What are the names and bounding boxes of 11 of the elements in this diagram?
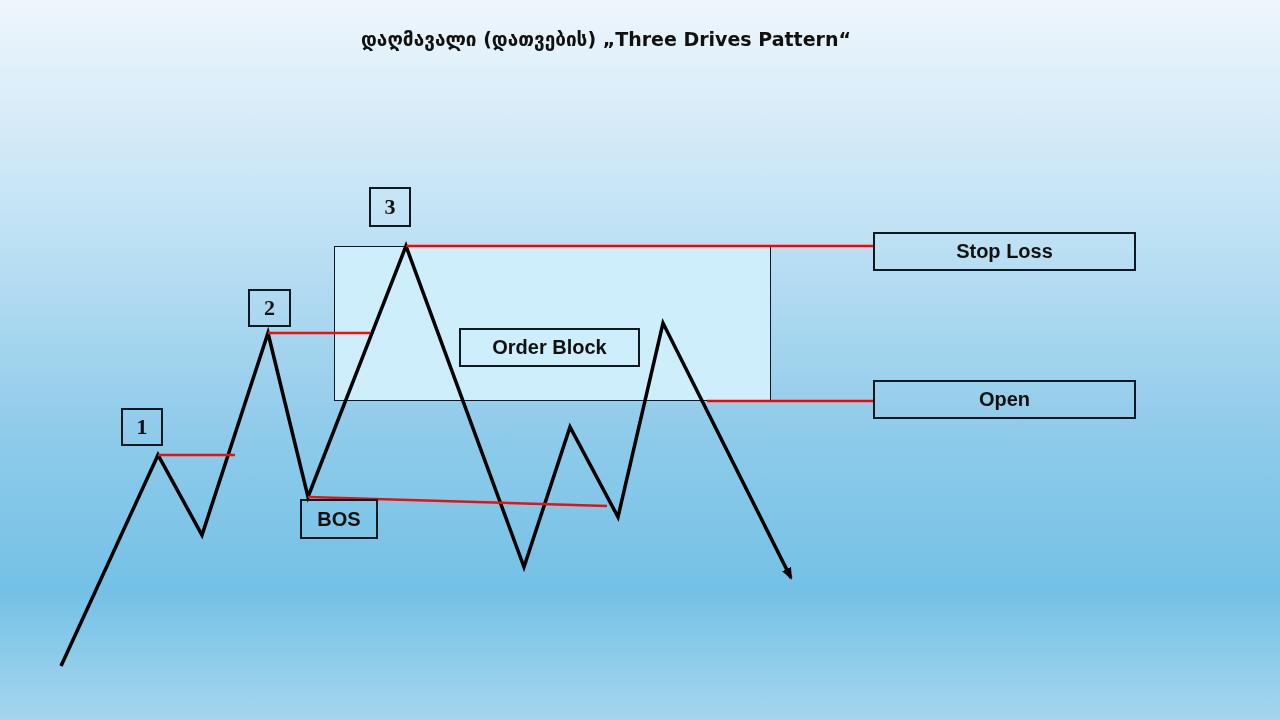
- zone-label: Order Block: [459, 328, 640, 367]
- level-line: [406, 244, 873, 248]
- bos-label: BOS: [300, 499, 378, 539]
- number-label: 3: [369, 187, 411, 227]
- open-label: Open: [873, 380, 1136, 419]
- number-label: 2: [248, 289, 291, 327]
- diagram-title: დაღმავალი (დათვების) „Three Drives Pattern“: [360, 28, 852, 50]
- stop-loss-label: Stop Loss: [873, 232, 1136, 271]
- number-label: 1: [121, 408, 163, 446]
- level-line: [707, 399, 873, 403]
- order-block-zone: [334, 246, 771, 401]
